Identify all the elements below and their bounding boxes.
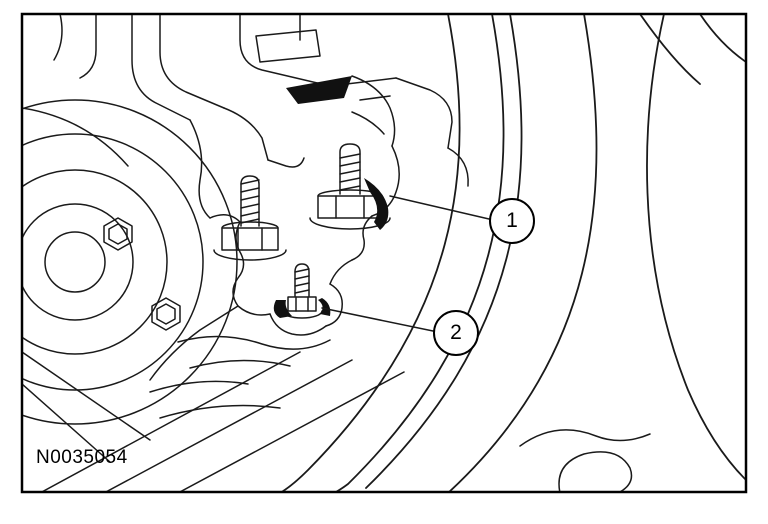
stud-center xyxy=(213,175,287,261)
leader-line-2 xyxy=(321,307,434,332)
figure-frame xyxy=(20,12,748,494)
callout-1-label: 1 xyxy=(506,209,518,232)
subframe-lines xyxy=(23,351,405,491)
hex-bolt-lower xyxy=(151,297,181,331)
hex-bolt-upper xyxy=(103,217,133,251)
dark-shadow-wedge xyxy=(286,76,352,104)
dark-shadow-stud-2b xyxy=(318,298,331,316)
callout-2-label: 2 xyxy=(450,321,462,344)
dark-shadow-stud-1 xyxy=(364,178,389,230)
engine-body-lines xyxy=(53,15,469,219)
leader-line-1 xyxy=(389,195,490,220)
flywheel-arcs xyxy=(23,99,238,425)
callout-2-balloon: 2 xyxy=(433,310,479,356)
bell-housing-arcs xyxy=(281,15,745,491)
dark-shadow-stud-2a xyxy=(273,300,292,318)
callout-1-balloon: 1 xyxy=(489,198,535,244)
reference-code: N0035054 xyxy=(36,447,128,468)
hose-lines xyxy=(519,429,651,491)
